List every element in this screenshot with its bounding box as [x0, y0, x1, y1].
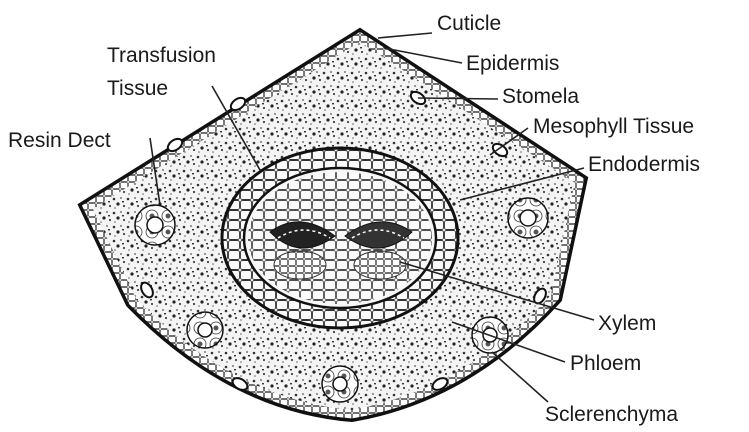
label-mesophyll: Mesophyll Tissue — [533, 115, 694, 138]
label-cuticle: Cuticle — [437, 12, 501, 35]
label-xylem: Xylem — [598, 312, 656, 335]
label-stomela: Stomela — [502, 85, 579, 108]
label-endodermis: Endodermis — [588, 153, 700, 176]
label-resin-duct: Resin Dect — [8, 129, 111, 152]
label-transfusion-1: Transfusion — [107, 44, 216, 67]
label-transfusion-2: Tissue — [107, 77, 168, 100]
label-epidermis: Epidermis — [466, 52, 559, 75]
label-sclerenchyma: Sclerenchyma — [545, 403, 678, 426]
label-phloem: Phloem — [570, 352, 641, 375]
